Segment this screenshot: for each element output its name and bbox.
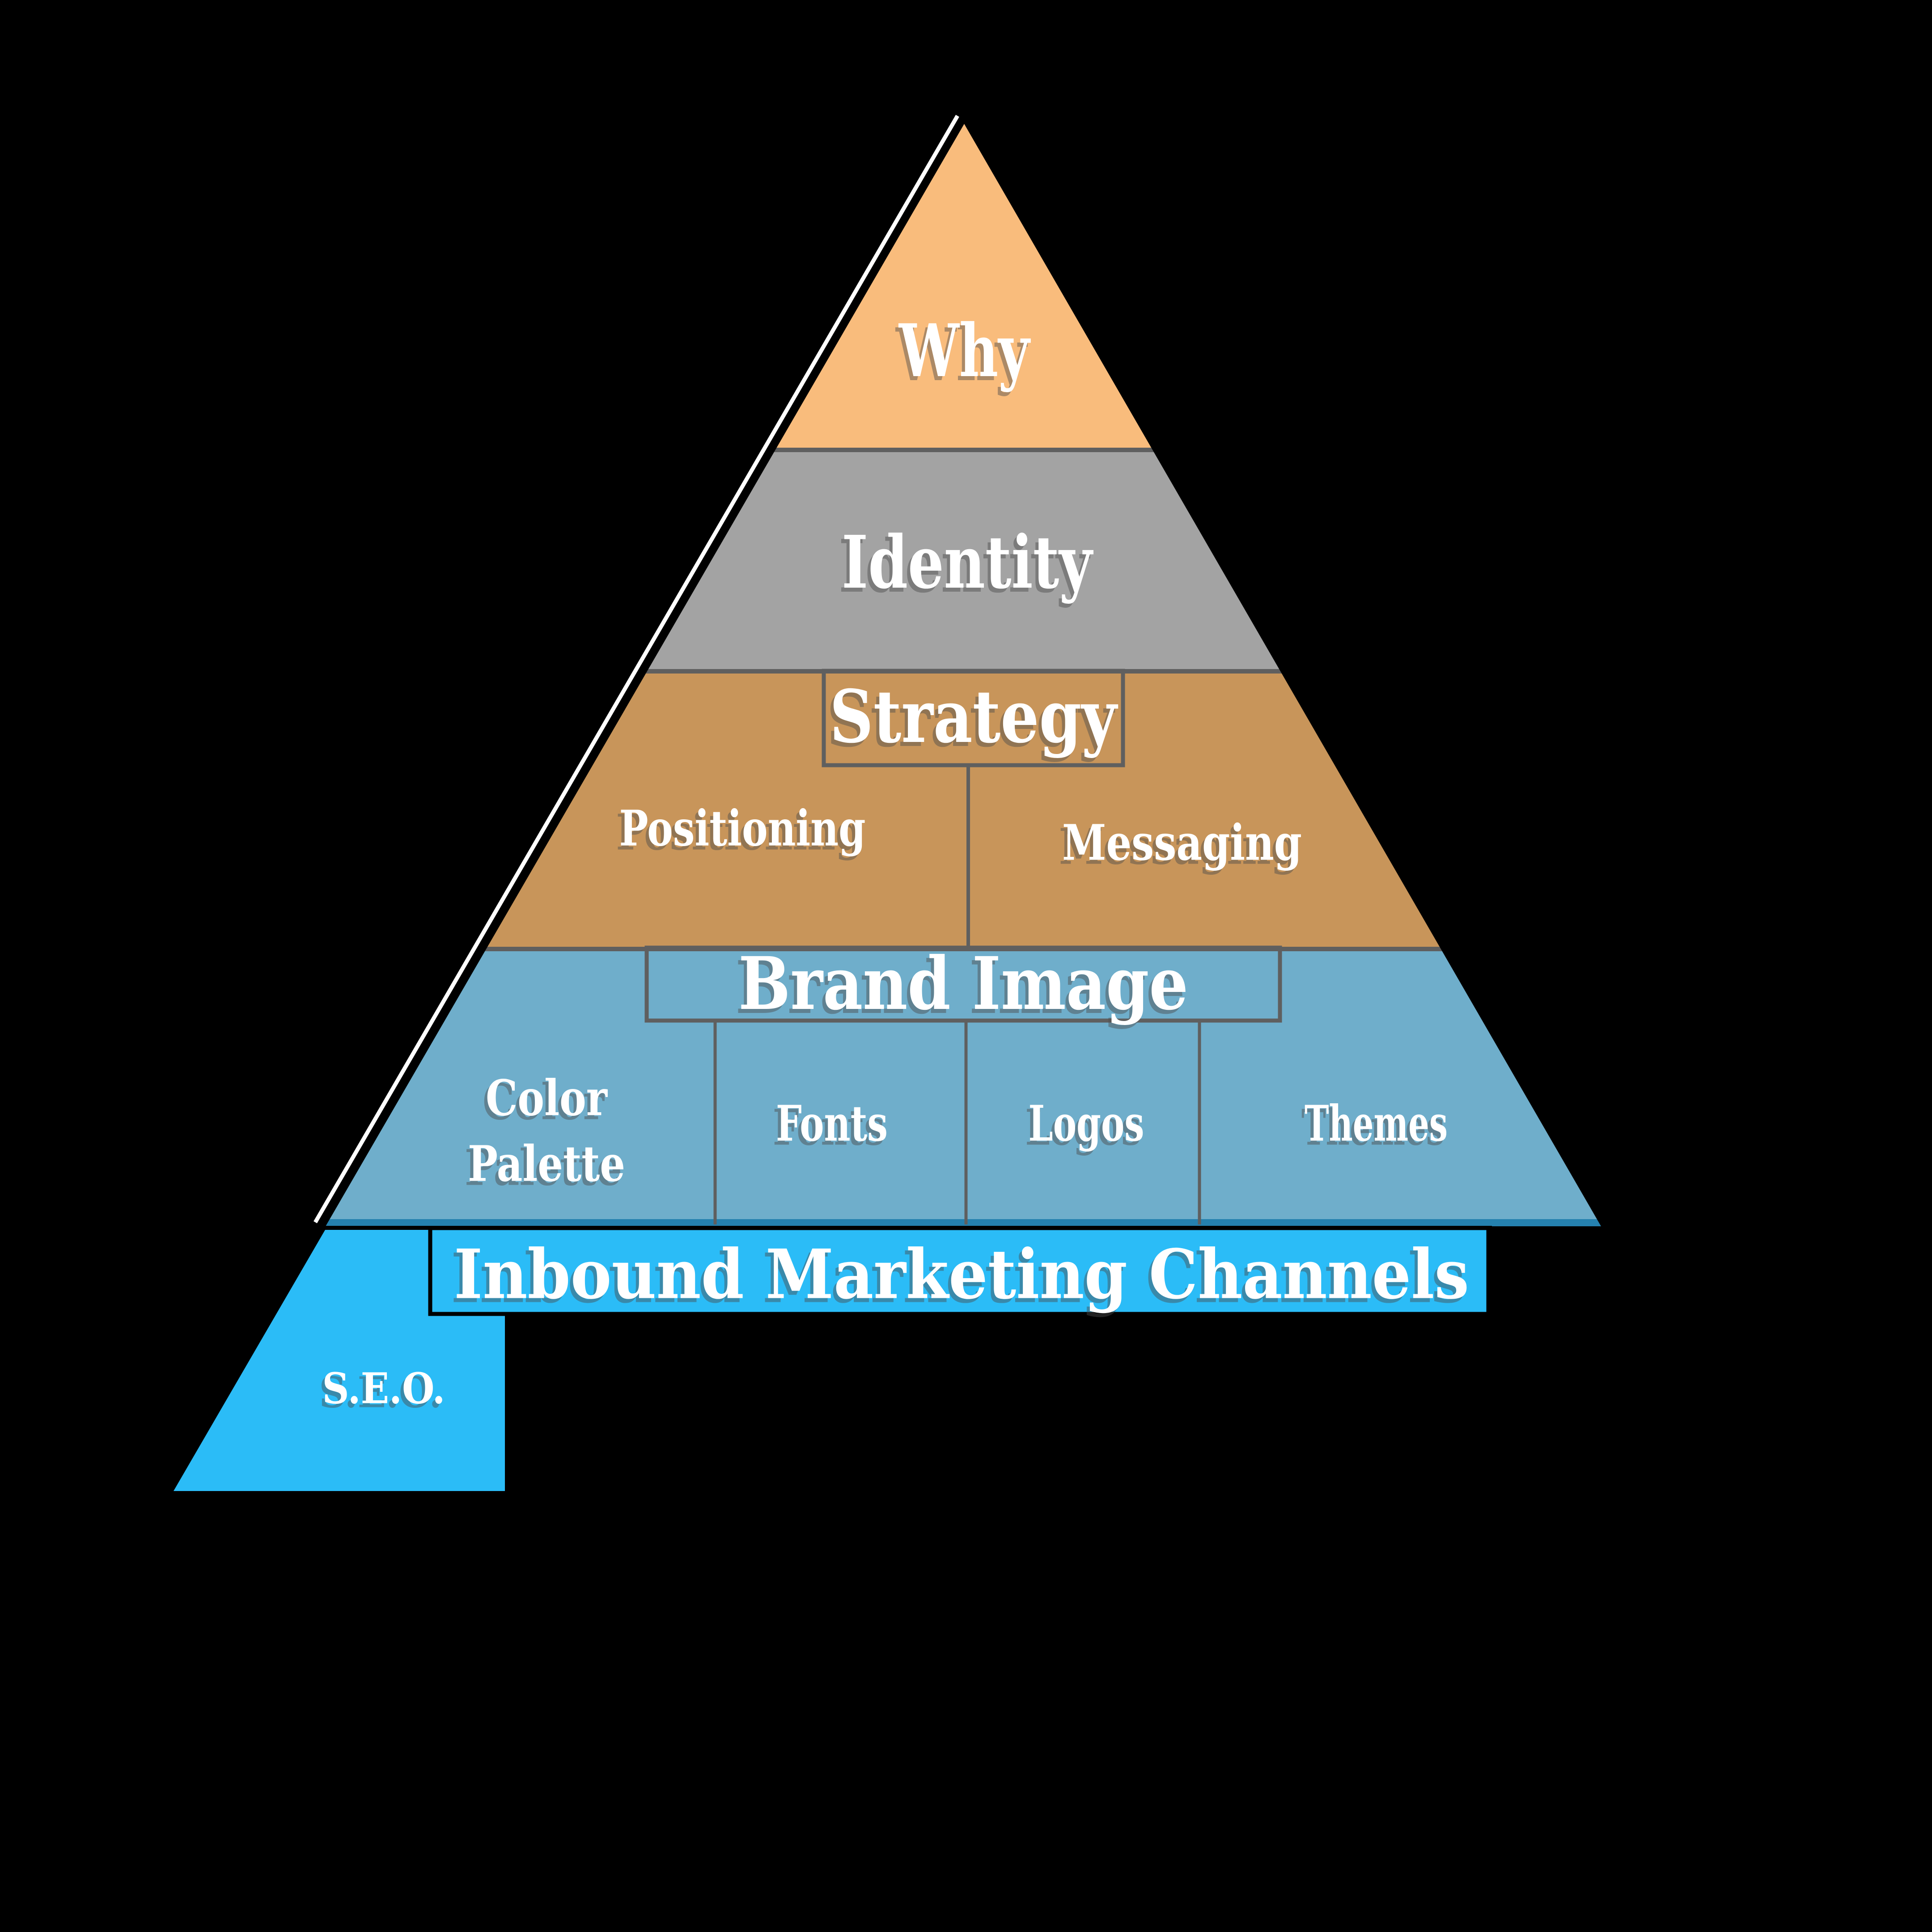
label-why: Why	[898, 309, 1031, 394]
label-color-palette-line2: Palette	[468, 1135, 625, 1193]
seo-column	[174, 1230, 505, 1491]
label-brand-image: Brand Image	[738, 941, 1188, 1026]
inbound-marketing-banner	[428, 1226, 1491, 1316]
level-brand-image-band	[326, 951, 1601, 1219]
label-positioning: Positioning	[619, 800, 866, 857]
base-dark-strip	[326, 1219, 1601, 1226]
brand-image-title-box	[644, 945, 1282, 1023]
label-color-palette-line1: Color	[486, 1069, 608, 1127]
strategy-title-box	[822, 669, 1125, 767]
label-seo: S.E.O.	[322, 1364, 445, 1414]
label-inbound-marketing-channels: Inbound Marketing Channels	[454, 1234, 1469, 1314]
separator-why-identity	[326, 448, 1601, 452]
label-logos: Logos	[1029, 1095, 1144, 1152]
label-themes: Themes	[1305, 1095, 1448, 1152]
left-edge-highlight-line	[314, 114, 959, 1224]
label-fonts: Fonts	[776, 1095, 888, 1152]
label-messaging: Messaging	[1062, 814, 1302, 872]
label-strategy: Strategy	[830, 674, 1118, 759]
label-identity: Identity	[842, 520, 1093, 605]
